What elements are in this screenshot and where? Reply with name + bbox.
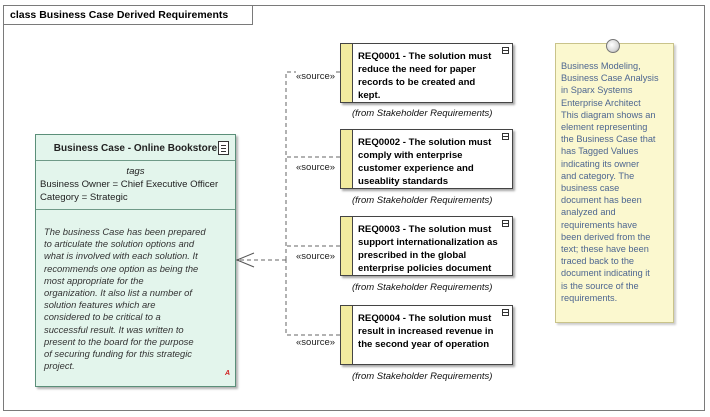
requirement-line: records to be created and	[358, 77, 476, 88]
requirement-icon	[502, 47, 509, 54]
requirement-line: enterprise policies document	[358, 263, 492, 274]
requirement-icon	[502, 309, 509, 316]
tag-category: Category = Strategic	[40, 192, 128, 203]
business-case-divider	[36, 209, 235, 210]
notes-line: recommends one option as being the	[44, 262, 199, 274]
requirement-line: customer experience and	[358, 163, 474, 174]
requirement-text: REQ0002 - The solution must comply with …	[358, 136, 506, 188]
business-case-notes: The business Case has been prepared to a…	[44, 226, 223, 372]
requirement-line: REQ0002 - The solution must	[358, 137, 492, 148]
note-line: in Sparx Systems	[561, 85, 633, 96]
note-line: analyzed and	[561, 207, 616, 218]
source-stereotype-label: «source»	[296, 251, 336, 262]
requirement-bar	[341, 44, 353, 102]
notes-line: solution features which are	[44, 299, 156, 311]
notes-line: of securing funding for this strategic	[44, 348, 192, 360]
diagram-frame-title: class Business Case Derived Requirements	[4, 6, 254, 25]
notes-line: what is involved with each solution. It	[44, 250, 198, 262]
requirement-package-label: (from Stakeholder Requirements)	[352, 282, 493, 293]
document-icon	[218, 141, 229, 155]
requirement-line: REQ0001 - The solution must	[358, 51, 492, 62]
note-line: has Tagged Values	[561, 146, 639, 157]
requirement-line: REQ0004 - The solution must	[358, 313, 492, 324]
note-line: Enterprise Architect	[561, 97, 641, 108]
diagram-frame: class Business Case Derived Requirements	[3, 5, 705, 411]
requirement-line: the second year of operation	[358, 339, 490, 350]
note-line: document indicating it	[561, 268, 650, 279]
note-pin-icon	[606, 39, 620, 53]
note-line: traced back to the	[561, 256, 635, 267]
notes-line: to articulate the solution options and	[44, 238, 195, 250]
note-line: and category. The	[561, 170, 635, 181]
tag-business-owner: Business Owner = Chief Executive Officer	[40, 179, 219, 190]
source-stereotype-label: «source»	[296, 162, 336, 173]
requirement-text: REQ0003 - The solution must support inte…	[358, 223, 506, 275]
requirement-text: REQ0001 - The solution must reduce the n…	[358, 50, 506, 102]
requirement-line: reduce the need for paper	[358, 64, 476, 75]
requirement-icon	[502, 133, 509, 140]
notes-line: The business Case has been prepared	[44, 226, 206, 237]
requirement-package-label: (from Stakeholder Requirements)	[352, 108, 493, 119]
note-line: document has been	[561, 195, 642, 206]
source-stereotype-label: «source»	[296, 71, 336, 82]
requirement-line: kept.	[358, 90, 381, 101]
note-line: business case	[561, 183, 620, 194]
requirement-line: result in increased revenue in	[358, 326, 494, 337]
notes-line: considered to be critical to a	[44, 311, 161, 323]
requirement-req0004[interactable]: REQ0004 - The solution must result in in…	[340, 305, 513, 365]
tags-header: tags	[126, 166, 145, 177]
note-line: requirements have	[561, 219, 638, 230]
note-line: Business Case Analysis	[561, 73, 659, 84]
requirement-package-label: (from Stakeholder Requirements)	[352, 371, 493, 382]
requirement-bar	[341, 130, 353, 188]
requirement-req0001[interactable]: REQ0001 - The solution must reduce the n…	[340, 43, 513, 103]
requirement-line: prescribed in the global	[358, 250, 467, 261]
notes-line: most appropriate for the	[44, 274, 144, 286]
requirement-bar	[341, 217, 353, 275]
business-case-divider	[36, 160, 235, 161]
notes-line: project.	[44, 360, 75, 372]
requirement-package-label: (from Stakeholder Requirements)	[352, 195, 493, 206]
requirement-req0002[interactable]: REQ0002 - The solution must comply with …	[340, 129, 513, 189]
requirement-line: support internationalization as	[358, 237, 498, 248]
note-line: text; these have been	[561, 244, 649, 255]
note-line: element representing	[561, 122, 648, 133]
requirement-req0003[interactable]: REQ0003 - The solution must support inte…	[340, 216, 513, 276]
requirement-line: useablity standards	[358, 176, 449, 187]
dependency-arrowhead	[235, 252, 255, 268]
note-line: requirements.	[561, 292, 618, 303]
requirement-line: REQ0003 - The solution must	[358, 224, 492, 235]
notes-line: successful result. It was written to	[44, 323, 184, 335]
abstract-marker: A	[224, 370, 230, 377]
business-case-title: Business Case - Online Bookstore	[53, 143, 218, 154]
requirement-text: REQ0004 - The solution must result in in…	[358, 312, 506, 351]
note-line: the Business Case that	[561, 134, 656, 145]
note-line: is the source of the	[561, 280, 639, 291]
requirement-bar	[341, 306, 353, 364]
notes-line: organization. It also list a number of	[44, 287, 192, 299]
note-line: been derived from the	[561, 231, 651, 242]
note-text: Business Modeling, Business Case Analysi…	[561, 60, 670, 304]
note-line: This diagram shows an	[561, 109, 656, 120]
note-line: indicating its owner	[561, 158, 640, 169]
trace-connector-req4	[285, 260, 340, 336]
business-case-element[interactable]: Business Case - Online Bookstore tags Bu…	[35, 134, 236, 387]
note-line: Business Modeling,	[561, 61, 641, 71]
source-stereotype-label: «source»	[296, 337, 336, 348]
notes-line: present to the board for the purpose	[44, 335, 194, 347]
diagram-note[interactable]: Business Modeling, Business Case Analysi…	[555, 43, 674, 323]
requirement-line: comply with enterprise	[358, 150, 463, 161]
requirement-icon	[502, 220, 509, 227]
